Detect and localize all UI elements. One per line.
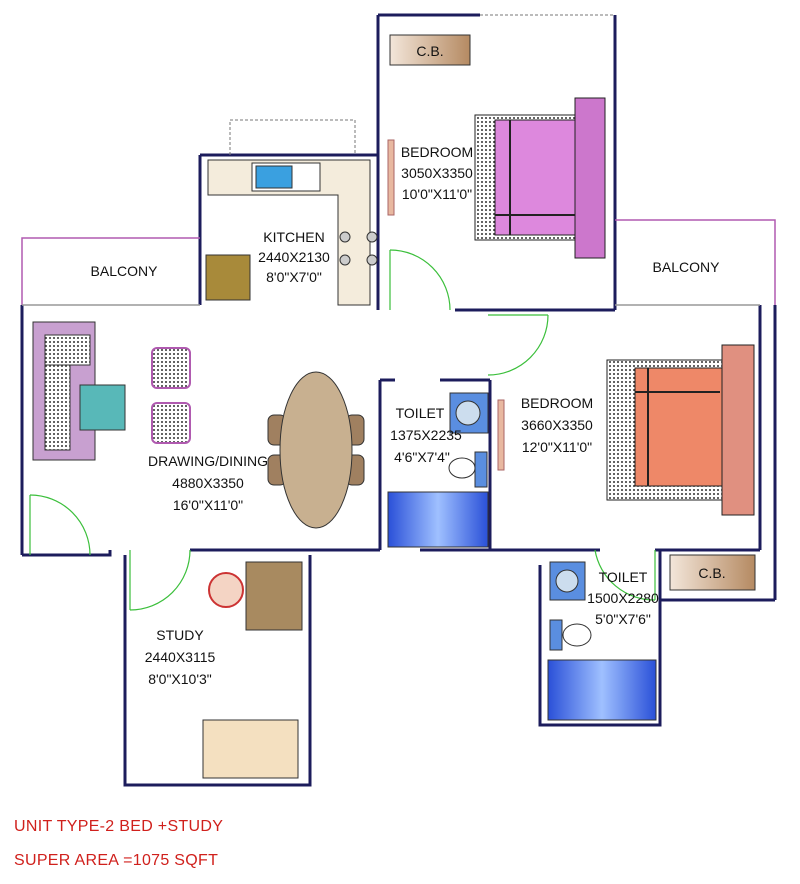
kitchen-name: KITCHEN	[263, 229, 324, 245]
door-swings[interactable]	[29, 249, 656, 611]
study-metric: 2440X3115	[145, 649, 216, 665]
balcony-railings	[21, 219, 776, 306]
bedroom2-metric: 3660X3350	[521, 417, 593, 433]
door-frame	[497, 399, 505, 471]
sofa-icon	[32, 321, 96, 461]
bedroom1-imperial: 10'0"X11'0"	[402, 186, 472, 202]
drawing-metric: 4880X3350	[172, 475, 244, 491]
unit-type-caption: UNIT TYPE-2 BED +STUDY	[14, 818, 224, 835]
toilet2-name: TOILET	[599, 569, 648, 585]
toilet1-name: TOILET	[396, 405, 445, 421]
cupboard-top-label: C.B.	[416, 43, 443, 59]
dining-table-icon	[267, 371, 365, 529]
study-name: STUDY	[156, 627, 204, 643]
toilet1-metric: 1375X2235	[390, 427, 462, 443]
bedroom2-imperial: 12'0"X11'0"	[522, 439, 592, 455]
bed-icon	[606, 344, 755, 516]
super-area-caption: SUPER AREA =1075 SQFT	[14, 852, 219, 869]
walls	[20, 13, 777, 787]
cupboard-top	[389, 34, 471, 66]
toilet1-imperial: 4'6"X7'4"	[394, 449, 450, 465]
drawing-imperial: 16'0"X11'0"	[173, 497, 243, 513]
study-imperial: 8'0"X10'3"	[148, 671, 212, 687]
kitchen-counter	[205, 159, 378, 306]
wc-icon	[474, 451, 488, 488]
cupboard-right-label: C.B.	[698, 565, 725, 581]
sink-icon	[255, 165, 293, 189]
toilet2-imperial: 5'0"X7'6"	[595, 611, 651, 627]
bedroom2-name: BEDROOM	[521, 395, 593, 411]
chair-icon	[208, 572, 244, 608]
wc-icon	[549, 619, 563, 651]
bed-icon	[474, 97, 606, 259]
chair-icon	[151, 347, 191, 389]
kitchen-metric: 2440X2130	[258, 249, 330, 265]
stove-icon	[339, 231, 378, 266]
study-table-icon	[245, 561, 303, 631]
door-frame	[387, 139, 395, 216]
coffee-table-icon	[79, 384, 126, 431]
kitchen-imperial: 8'0"X7'0"	[266, 269, 322, 285]
dashed-projections	[229, 14, 615, 155]
bed-icon	[202, 719, 299, 779]
bedroom1-metric: 3050X3350	[401, 165, 473, 181]
toilet2-metric: 1500X2280	[587, 590, 659, 606]
balcony-left-label: BALCONY	[91, 263, 159, 279]
bedroom1-name: BEDROOM	[401, 144, 473, 160]
balcony-right-label: BALCONY	[653, 259, 721, 275]
cupboard-right	[669, 554, 756, 591]
chair-icon	[151, 402, 191, 444]
shower-tray-icon	[547, 659, 657, 721]
shower-tray-icon	[387, 491, 489, 548]
drawing-name: DRAWING/DINING	[148, 453, 268, 469]
fridge-icon	[205, 254, 251, 301]
